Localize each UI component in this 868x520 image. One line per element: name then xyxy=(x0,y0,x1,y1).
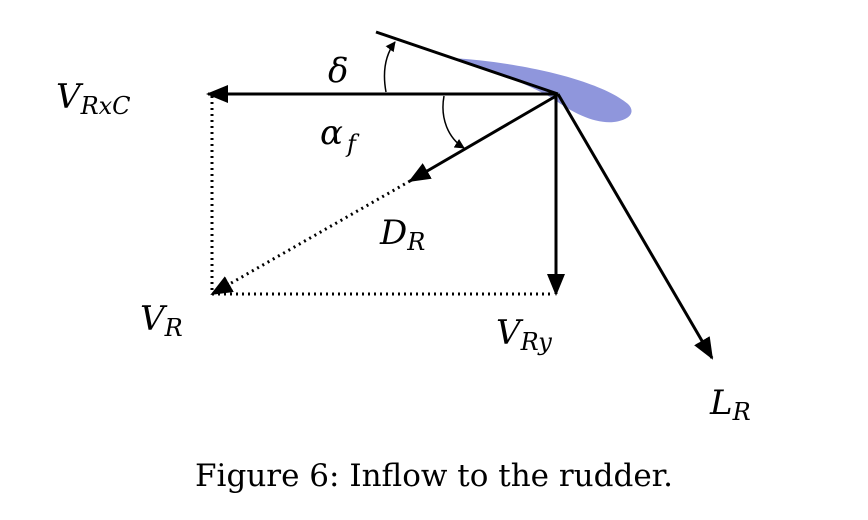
label-l-r: LR xyxy=(709,383,751,426)
lift-arrow xyxy=(556,93,714,360)
delta-angle-arc xyxy=(383,41,396,93)
label-v-ry: VRy xyxy=(496,313,552,356)
rudder-foil xyxy=(452,58,632,123)
figure-caption: Figure 6: Inflow to the rudder. xyxy=(195,458,673,494)
rudder-chord-line xyxy=(375,30,559,96)
label-d-r: DR xyxy=(379,213,425,256)
label-v-rxc: VRxC xyxy=(56,77,131,120)
v-r-resultant xyxy=(210,179,411,296)
label-delta: δ xyxy=(328,51,348,91)
drag-arrow xyxy=(408,94,557,183)
label-v-r: VR xyxy=(140,299,183,342)
alpha-angle-arc xyxy=(442,95,465,149)
